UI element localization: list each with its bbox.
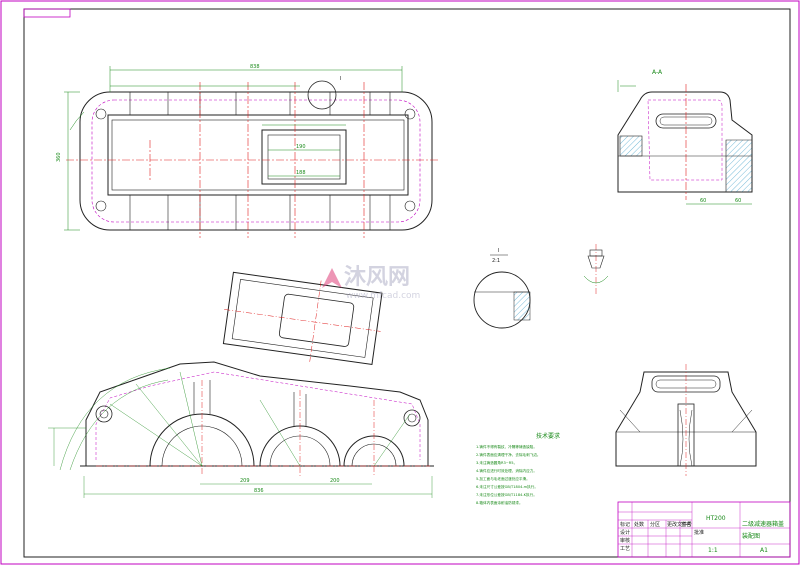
tb-label: 签名	[681, 521, 691, 528]
corner-tag-box	[23, 8, 71, 18]
dim-section-w2: 60	[735, 198, 741, 204]
inner-border	[23, 8, 791, 558]
sheet-size: A1	[760, 547, 768, 554]
technical-notes: 技术要求 1.铸件不得有裂纹、冷隔等铸造缺陷。 2.铸件表面应清理干净，去除毛刺…	[476, 432, 560, 505]
tb-label: 标记	[620, 521, 630, 528]
tb-label: 批准	[694, 529, 704, 536]
note-line: 4.铸件应进行时效处理，消除内应力。	[476, 468, 537, 473]
section-view: A-A 60 60	[617, 69, 753, 205]
top-view: 838 360 190 188 I	[56, 64, 440, 238]
detail-view: I 2:1	[473, 248, 531, 329]
detail-scale: 2:1	[492, 258, 500, 264]
watermark-brand: 沐风网	[344, 265, 410, 290]
dim-bottom-span: 209	[240, 478, 250, 484]
watermark-url: www.mfcad.com	[346, 291, 420, 301]
dim-section-w1: 60	[700, 198, 706, 204]
side-view	[615, 364, 757, 476]
detail-title: I	[498, 248, 499, 254]
dim-inner-w: 190	[296, 144, 306, 150]
note-line: 8.箱体内表面涂耐油防锈漆。	[476, 500, 523, 505]
dim-top-overall: 838	[250, 64, 260, 70]
watermark: 沐风网 www.mfcad.com	[322, 265, 420, 301]
notes-title: 技术要求	[536, 432, 560, 440]
note-line: 2.铸件表面应清理干净，去除毛刺飞边。	[476, 452, 541, 457]
watermark-logo-icon	[322, 268, 342, 288]
part-name: 二级减速器箱盖	[742, 520, 784, 528]
title-block: HT200 二级减速器箱盖 装配图 A1 1:1 标记 处数 分区 更改文件号 …	[617, 501, 791, 558]
material: HT200	[706, 515, 726, 522]
tb-label: 工艺	[620, 546, 630, 552]
dim-left-height: 360	[56, 152, 62, 162]
dim-inner-w2: 188	[296, 170, 306, 176]
note-line: 1.铸件不得有裂纹、冷隔等铸造缺陷。	[476, 444, 537, 449]
note-line: 3.未注铸造圆角R3~R5。	[476, 460, 517, 465]
front-view: 836 209 200	[48, 271, 434, 498]
tb-label: 审核	[620, 537, 630, 544]
tb-label: 设计	[620, 529, 630, 536]
detail-callout-letter: I	[340, 76, 341, 82]
note-line: 6.未注尺寸公差按GB/T1804-m执行。	[476, 484, 538, 489]
pin-detail	[583, 244, 609, 296]
tb-label: 处数	[634, 521, 644, 528]
scale: 1:1	[708, 547, 718, 554]
note-line: 5.加工面与毛坯面过渡处应平滑。	[476, 476, 530, 481]
note-line: 7.未注形位公差按GB/T1184-K执行。	[476, 492, 537, 497]
tb-label: 分区	[650, 521, 660, 528]
drawing-type: 装配图	[742, 532, 760, 540]
dim-bottom-overall: 836	[254, 488, 264, 494]
dim-bottom-span2: 200	[330, 478, 340, 484]
tb-label: 更改文件号	[667, 521, 692, 528]
section-label: A-A	[652, 69, 663, 76]
